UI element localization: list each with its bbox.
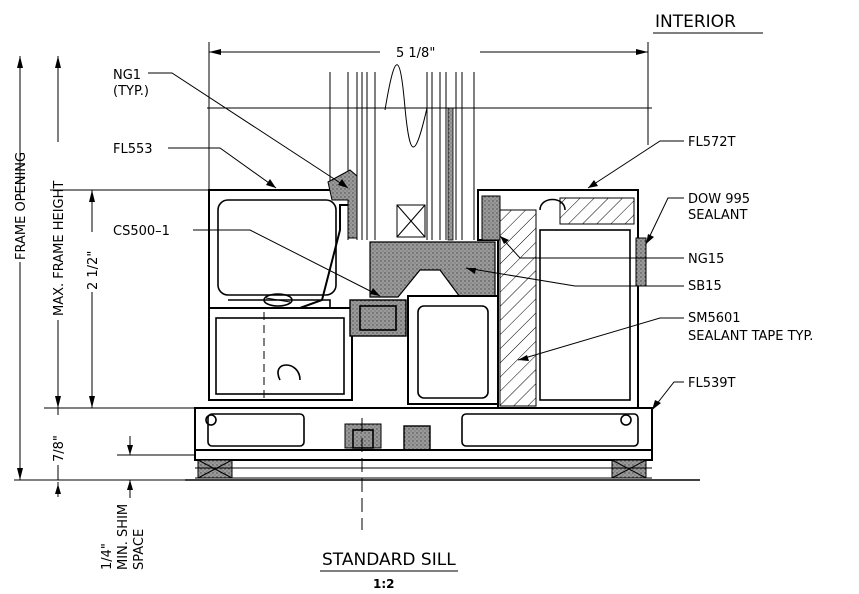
gasket-ng15 [481,195,501,241]
callout-fl539t-label: FL539T [688,376,736,391]
quarter-label: 1/4" [100,543,115,570]
callout-sm5601-sublabel: SEALANT TAPE TYP. [688,329,813,344]
top-width-value: 5 1/8" [396,46,435,61]
interior-label-group: INTERIOR [653,12,763,34]
callout-fl539t: FL539T [651,376,736,411]
min-shim-label: MIN. SHIM [116,504,131,570]
seven-eighths-label: 7/8" [52,435,67,462]
callout-cs500-1: CS500–1 [113,224,381,297]
callout-sm5601-label: SM5601 [688,311,741,326]
callout-ng15: NG15 [499,235,724,267]
frame-cs500-1 [208,299,407,401]
callout-ng1-label: NG1 [113,68,141,83]
frame-opening-label: FRAME OPENING [14,152,29,260]
frame-fl553 [208,169,358,313]
callout-dow-995-sublabel: SEALANT [688,208,748,223]
drawing-scale: 1:2 [373,577,395,591]
space-label: SPACE [132,529,147,570]
callout-fl572t-label: FL572T [688,135,736,150]
gasket-ng1 [327,169,358,239]
dow-995-sealant [635,237,647,287]
dim-two-half: 2 1/2" [50,189,208,408]
callout-fl553: FL553 [113,142,277,189]
callout-ng1-sublabel: (TYP.) [113,84,149,99]
callout-dow-995-label: DOW 995 [688,192,750,207]
inner-receptor [407,295,499,405]
footer-title-group: STANDARD SILL 1:2 [320,550,458,591]
interior-label: INTERIOR [655,12,736,32]
centerlines [263,312,363,530]
two-half-label: 2 1/2" [86,251,101,290]
dim-quarter-shim: 1/4" MIN. SHIM SPACE [55,436,195,570]
dim-frame-opening: FRAME OPENING [14,56,29,480]
callout-cs500-1-label: CS500–1 [113,224,170,239]
screw [263,293,293,307]
setting-block-sb15 [369,241,496,298]
dim-max-frame-height: MAX. FRAME HEIGHT [52,56,67,408]
callout-fl553-label: FL553 [113,142,153,157]
callout-sb15: SB15 [465,267,722,294]
callout-dow-995: DOW 995 SEALANT [645,192,750,245]
callout-ng1: NG1 (TYP.) [113,68,349,189]
max-frame-height-label: MAX. FRAME HEIGHT [52,181,67,316]
drawing-title: STANDARD SILL [322,550,456,570]
sill-fl539t [185,407,700,481]
top-width-dimension: 5 1/8" [208,42,649,192]
glass-unit [207,64,652,241]
shim-left [197,459,233,479]
callout-sb15-label: SB15 [688,279,722,294]
dim-seven-eighths: 7/8" [14,407,195,481]
callout-sm5601: SM5601 SEALANT TAPE TYP. [517,311,813,361]
frame-fl572t [477,189,647,409]
callout-ng15-label: NG15 [688,252,724,267]
callout-fl572t: FL572T [587,135,736,189]
shim-right [611,459,647,479]
